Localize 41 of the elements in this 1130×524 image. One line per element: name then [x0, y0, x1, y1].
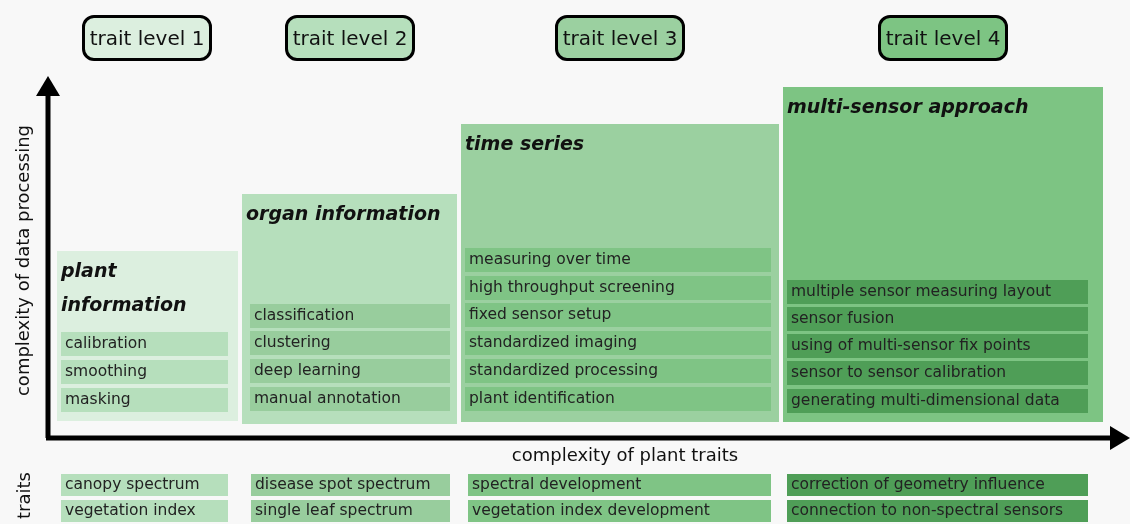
- method-box: measuring over time: [465, 248, 771, 272]
- method-box: smoothing: [61, 360, 228, 384]
- category-panel: [242, 194, 457, 424]
- row-label: traits: [11, 470, 35, 521]
- method-box: masking: [61, 388, 228, 412]
- method-box: standardized imaging: [465, 331, 771, 355]
- method-box: classification: [250, 304, 450, 328]
- panel-title: plant information: [61, 258, 188, 317]
- method-box: single leaf spectrum: [251, 500, 450, 522]
- panel-title: organ information: [246, 201, 442, 226]
- method-box: correction of geometry influence: [787, 474, 1088, 496]
- trait-level-box: trait level 4: [878, 15, 1008, 61]
- method-box: deep learning: [250, 359, 450, 383]
- method-box: connection to non-spectral sensors: [787, 500, 1088, 522]
- axis-label: complexity of data processing: [11, 123, 35, 398]
- method-box: generating multi-dimensional data: [787, 389, 1088, 413]
- category-panel: [57, 251, 238, 421]
- method-box: canopy spectrum: [61, 474, 228, 496]
- trait-level-box: trait level 2: [285, 15, 415, 61]
- method-box: vegetation index development: [468, 500, 771, 522]
- method-box: vegetation index: [61, 500, 228, 522]
- axis-label: complexity of plant traits: [510, 443, 740, 467]
- category-panel: [783, 87, 1103, 422]
- trait-level-box: trait level 1: [82, 15, 212, 61]
- method-box: multiple sensor measuring layout: [787, 280, 1088, 304]
- method-box: fixed sensor setup: [465, 303, 771, 327]
- panel-title: multi-sensor approach: [787, 94, 1030, 119]
- trait-level-box: trait level 3: [555, 15, 685, 61]
- method-box: high throughput screening: [465, 276, 771, 300]
- method-box: calibration: [61, 332, 228, 356]
- method-box: plant identification: [465, 387, 771, 411]
- method-box: manual annotation: [250, 387, 450, 411]
- method-box: standardized processing: [465, 359, 771, 383]
- method-box: sensor to sensor calibration: [787, 361, 1088, 385]
- method-box: clustering: [250, 331, 450, 355]
- method-box: spectral development: [468, 474, 771, 496]
- method-box: sensor fusion: [787, 307, 1088, 331]
- method-box: using of multi-sensor fix points: [787, 334, 1088, 358]
- category-panel: [461, 124, 779, 422]
- panel-title: time series: [465, 131, 586, 156]
- method-box: disease spot spectrum: [251, 474, 450, 496]
